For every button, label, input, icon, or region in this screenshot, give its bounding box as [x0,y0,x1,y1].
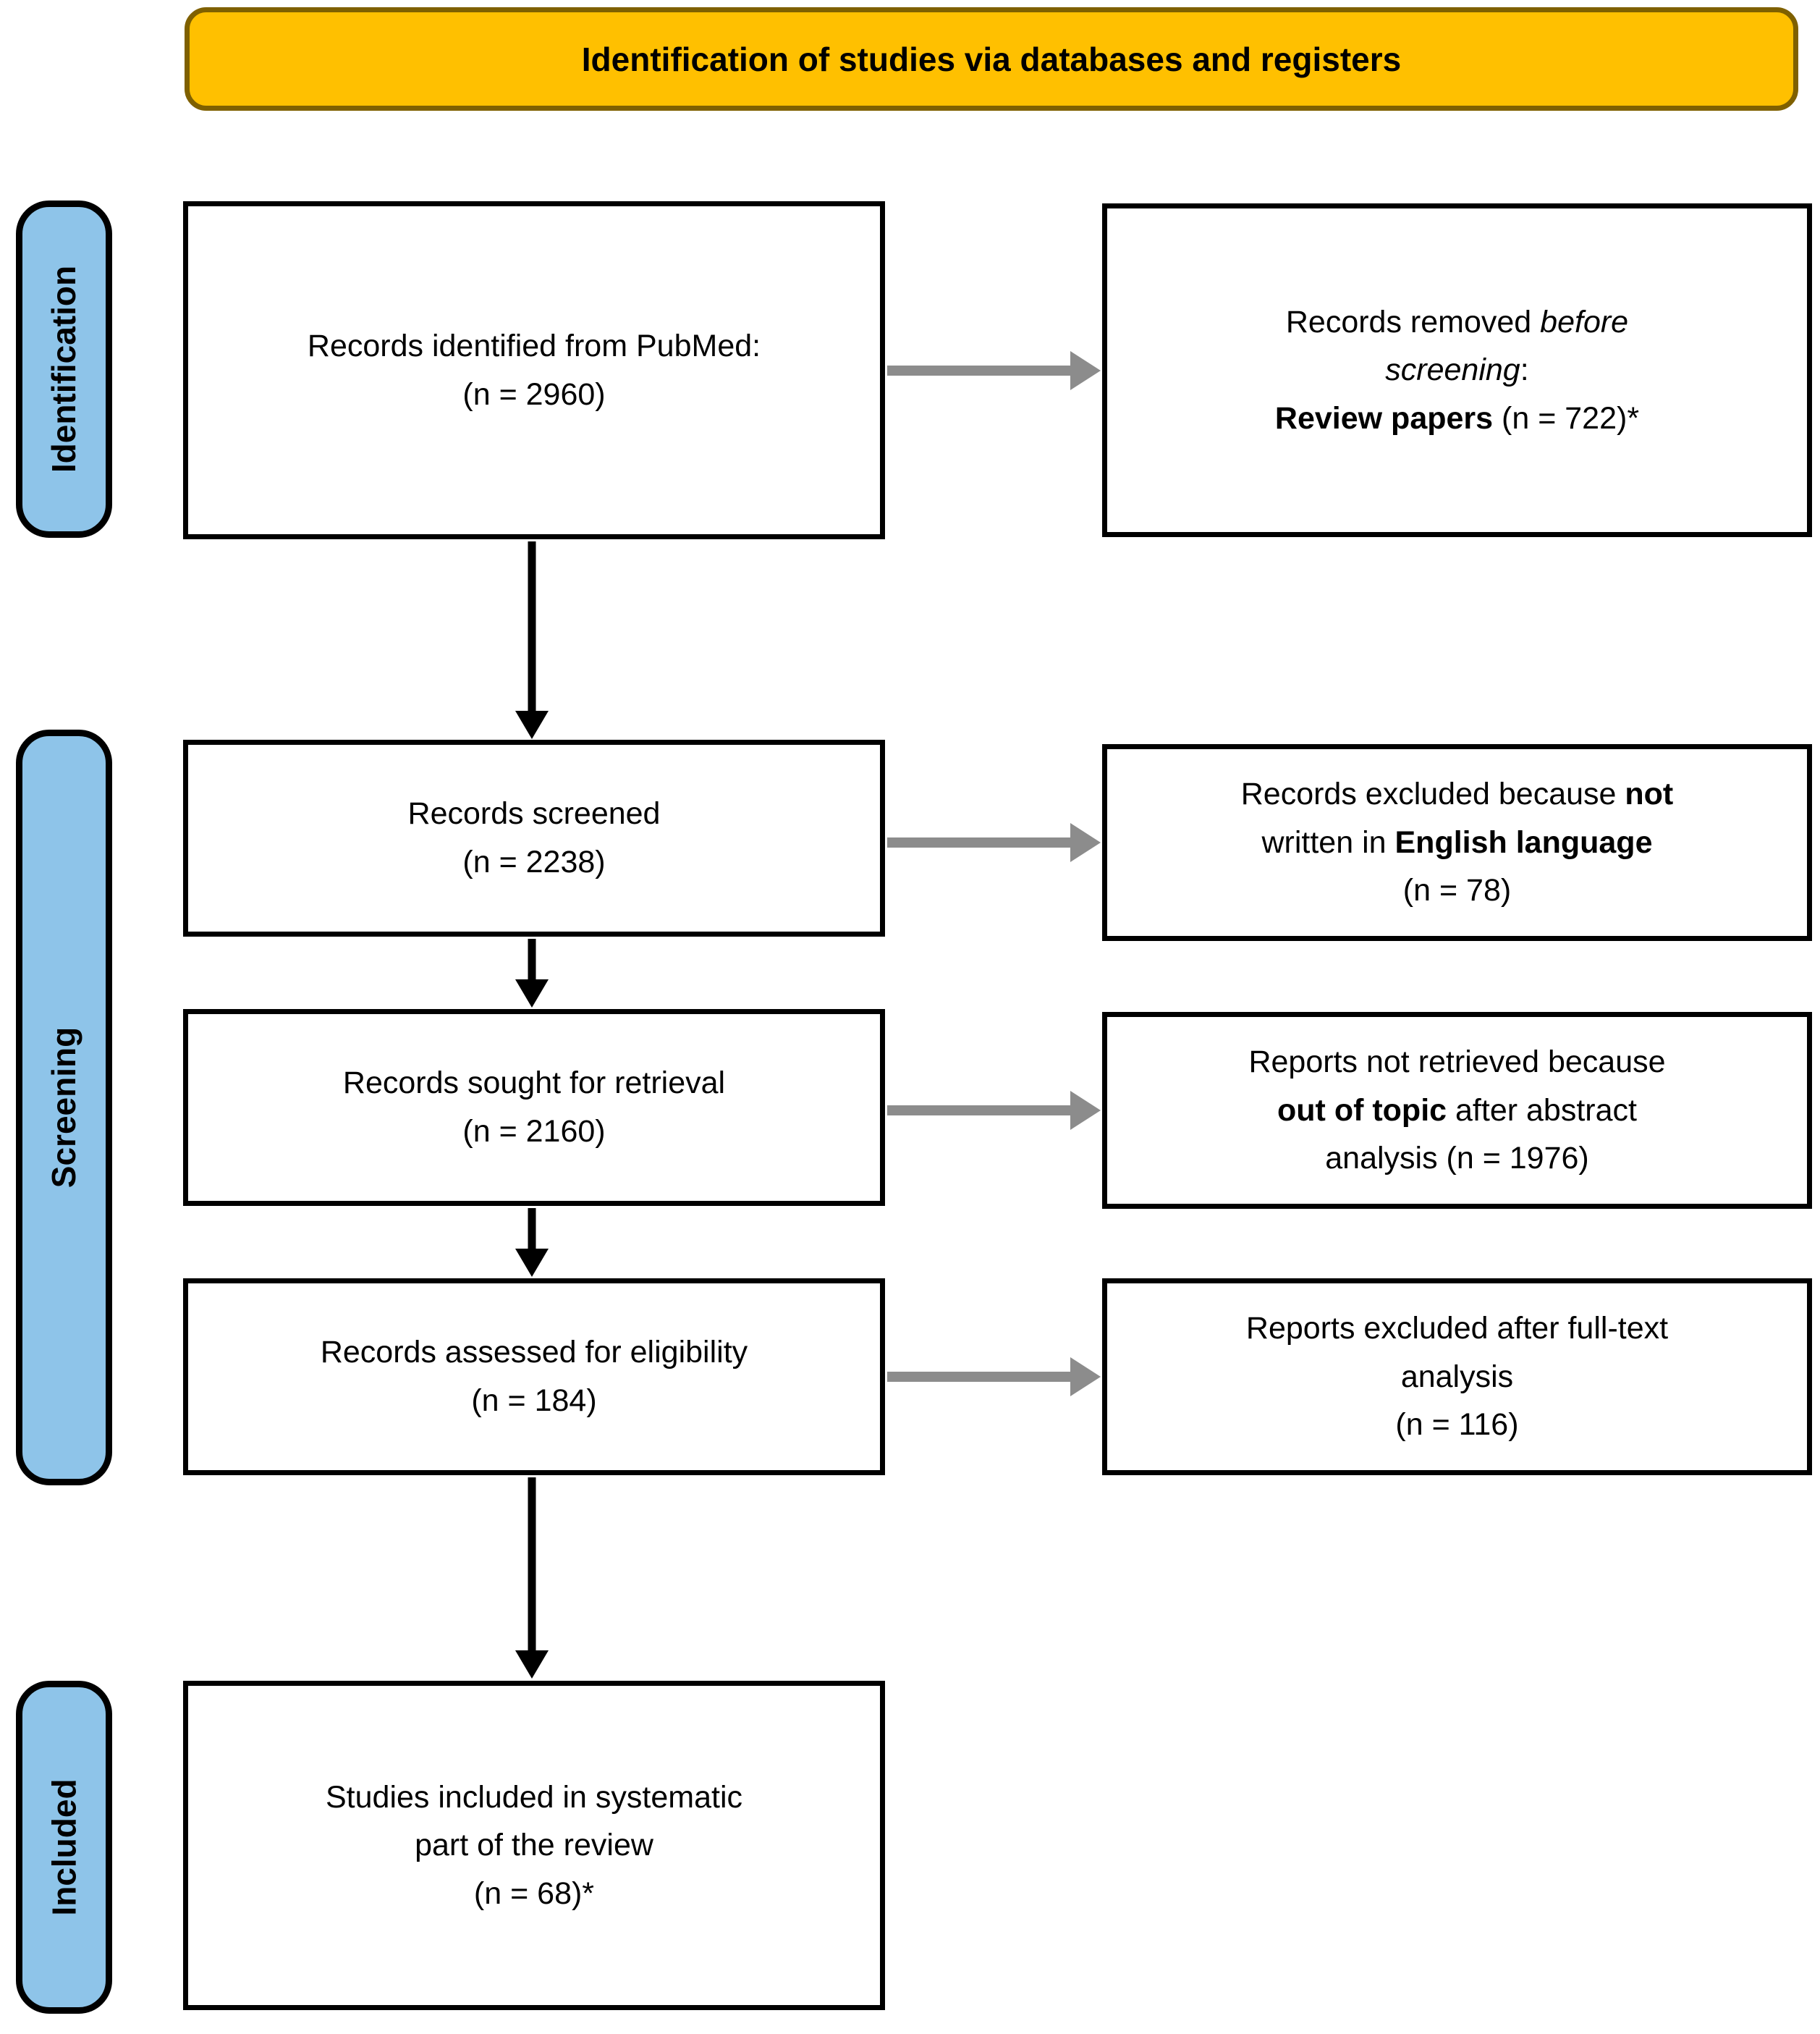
text-line: (n = 2960) [462,376,606,412]
text-line: Records identified from PubMed: [307,328,761,363]
diagram-title: Identification of studies via databases … [581,40,1402,78]
diagram-title-banner: Identification of studies via databases … [185,7,1798,111]
text-line: Records sought for retrieval [342,1065,726,1101]
text-line: (n = 116) [1395,1407,1519,1443]
flow-box-text: Records screened (n = 2238) [388,790,681,886]
text-segment-italic: screening [1385,353,1520,388]
text-line: analysis (n = 1976) [1248,1134,1665,1183]
arrow-screened-to-not-english [887,823,1101,862]
arrow-sought-to-assessed [515,1208,549,1277]
text-segment-bold: English language [1394,824,1653,860]
text-line: Records excluded because not [1241,770,1674,819]
text-segment: : [1520,353,1529,388]
text-segment: Records removed [1285,304,1541,339]
stage-label-identification: Identification [16,201,112,538]
text-segment: (n = 78) [1402,873,1512,908]
exclusion-box-out-of-topic: Reports not retrieved because out of top… [1102,1012,1812,1209]
flow-box-records-identified: Records identified from PubMed: (n = 296… [183,201,885,539]
arrow-identified-to-removed [887,351,1101,390]
exclusion-box-text: Reports excluded after full-text analysi… [1226,1304,1688,1449]
text-line: (n = 2160) [462,1114,606,1149]
text-line: Records removed before [1275,298,1639,347]
stage-label-screening: Screening [16,730,112,1485]
flow-box-text: Records identified from PubMed: (n = 296… [287,322,781,418]
text-segment-bold: Review papers [1274,400,1494,436]
text-line: Records assessed for eligibility [320,1335,748,1370]
text-segment: (n = 722)* [1493,400,1640,436]
flow-box-text: Records assessed for eligibility (n = 18… [300,1328,768,1425]
stage-label-text: Identification [45,265,83,473]
text-line: (n = 184) [471,1383,597,1418]
arrow-assessed-to-full-text [887,1357,1101,1396]
exclusion-box-text: Records excluded because not written in … [1221,770,1694,915]
text-line: Reports not retrieved because [1248,1038,1665,1086]
text-segment: Records excluded because [1240,777,1625,812]
flow-box-studies-included: Studies included in systematic part of t… [183,1681,885,2010]
text-segment: after abstract [1447,1092,1637,1128]
text-line: part of the review [415,1828,653,1863]
flow-box-text: Studies included in systematic part of t… [305,1773,763,1918]
text-segment-bold: not [1625,777,1674,812]
arrow-sought-to-out-of-topic [887,1091,1101,1130]
flow-box-records-screened: Records screened (n = 2238) [183,740,885,937]
stage-label-text: Screening [45,1026,83,1189]
stage-label-included: Included [16,1681,112,2014]
text-segment-bold: out of topic [1277,1092,1447,1128]
exclusion-box-removed-before-screening: Records removed before screening: Review… [1102,203,1812,537]
text-line: (n = 78) [1241,866,1674,915]
text-segment-italic: before [1540,304,1629,339]
text-segment: written in [1261,824,1395,860]
text-line: Studies included in systematic [325,1779,742,1815]
exclusion-box-full-text: Reports excluded after full-text analysi… [1102,1278,1812,1475]
text-line: Review papers (n = 722)* [1275,394,1639,443]
exclusion-box-text: Reports not retrieved because out of top… [1228,1038,1685,1183]
text-segment: Reports not retrieved because [1248,1045,1666,1080]
stage-label-text: Included [45,1778,83,1916]
flow-box-text: Records sought for retrieval (n = 2160) [323,1059,745,1155]
arrow-assessed-to-included [515,1477,549,1679]
text-line: (n = 2238) [462,845,606,879]
text-segment: analysis (n = 1976) [1325,1141,1589,1176]
exclusion-box-not-english: Records excluded because not written in … [1102,744,1812,941]
text-line: Records screened [407,796,661,832]
arrow-identified-to-screened [515,541,549,739]
flow-box-records-sought: Records sought for retrieval (n = 2160) [183,1009,885,1206]
text-line: (n = 68)* [473,1875,595,1911]
text-line: written in English language [1241,819,1674,867]
flow-box-records-assessed: Records assessed for eligibility (n = 18… [183,1278,885,1475]
exclusion-box-text: Records removed before screening: Review… [1255,298,1659,443]
text-line: analysis [1400,1359,1514,1394]
text-line: Reports excluded after full-text [1245,1311,1669,1346]
text-line: screening: [1275,346,1639,394]
text-line: out of topic after abstract [1248,1086,1665,1135]
arrow-screened-to-sought [515,939,549,1008]
